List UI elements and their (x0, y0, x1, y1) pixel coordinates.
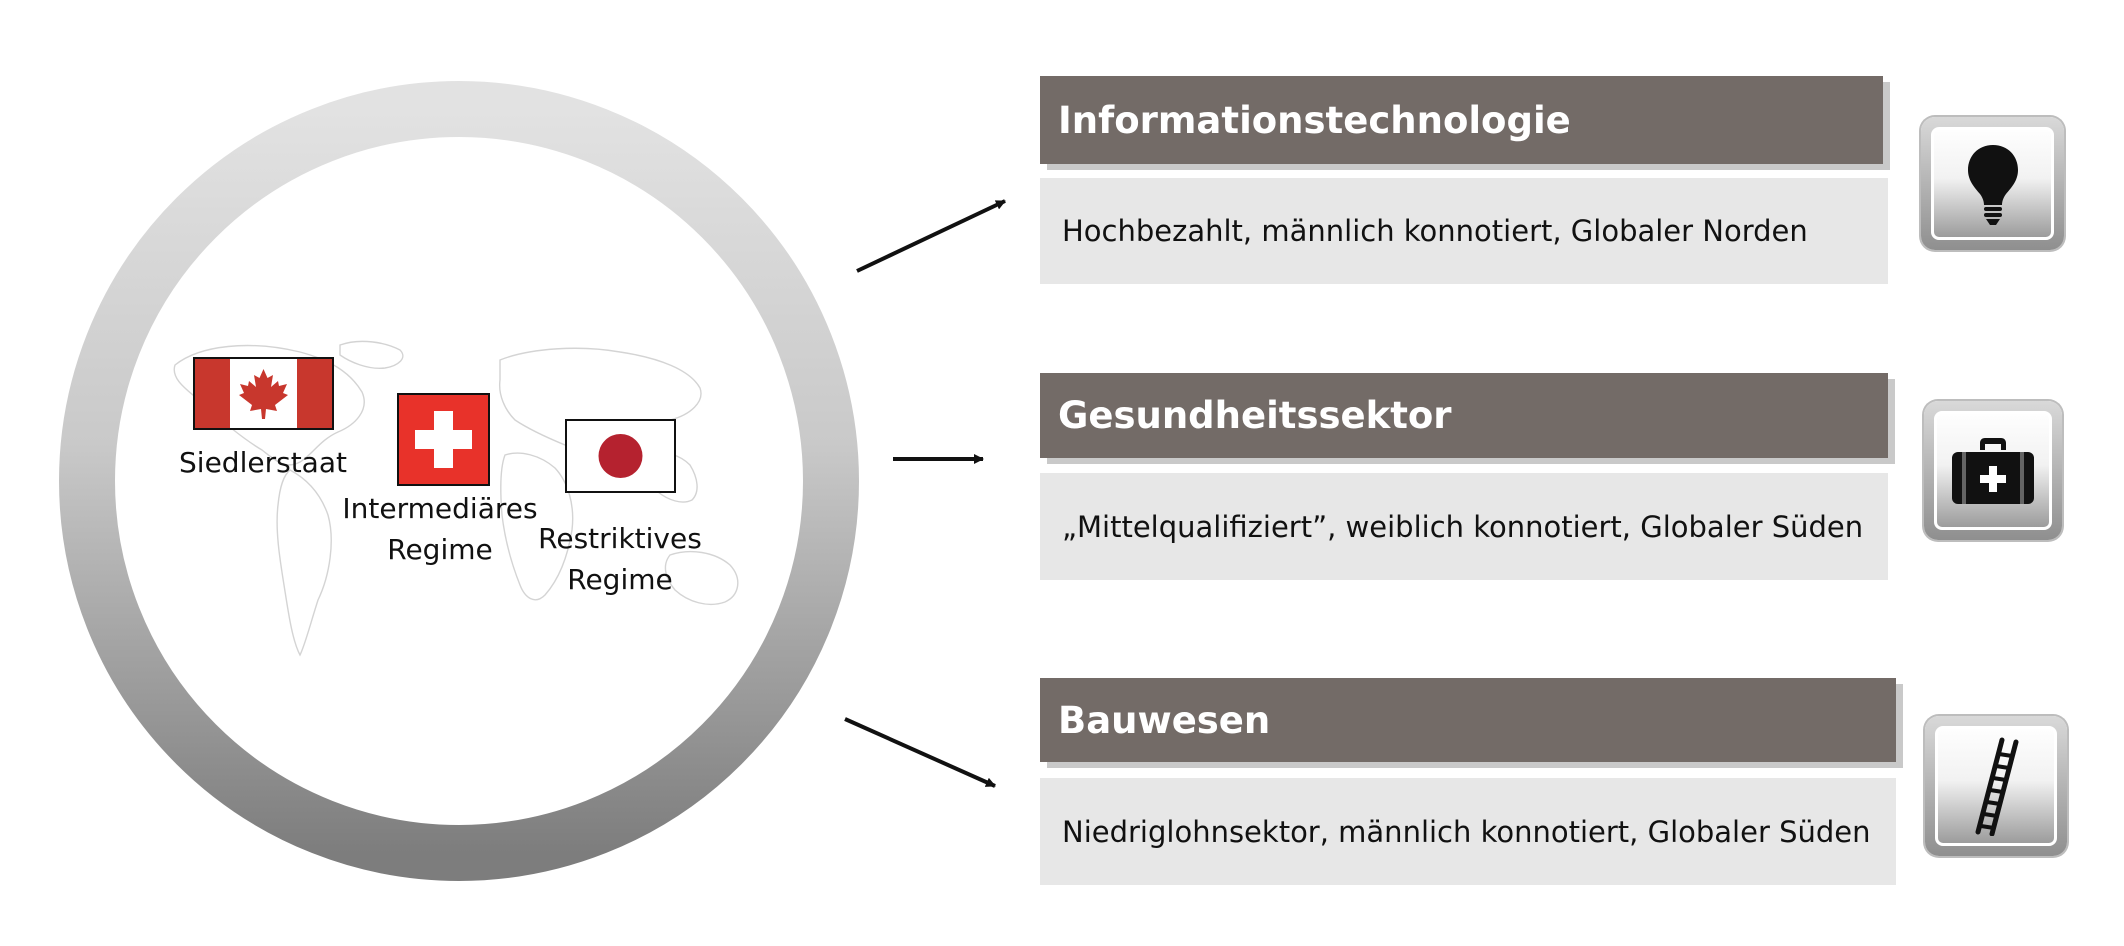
arrow-to-it (856, 199, 1006, 273)
sector-description-text: Hochbezahlt, männlich konnotiert, Global… (1062, 214, 1808, 248)
sector-title: Informationstechnologie (1058, 98, 1571, 142)
japan-flag (565, 419, 676, 493)
regime-label-intermediaer: Intermediäres Regime (335, 488, 545, 570)
regime-label-line: Intermediäres (342, 492, 538, 525)
ladder-tile (1925, 716, 2067, 856)
sector-header-it: Informationstechnologie (1040, 76, 1883, 164)
sector-description-text: Niedriglohnsektor, männlich konnotiert, … (1062, 814, 1871, 849)
regime-label-restriktiv: Restriktives Regime (527, 518, 713, 600)
sector-description-construction: Niedriglohnsektor, männlich konnotiert, … (1040, 774, 1896, 885)
sector-description-health: „Mittelqualifiziert”, weiblich konnotier… (1040, 469, 1888, 580)
regime-label-line: Restriktives (538, 522, 702, 555)
lightbulb-icon (1967, 144, 2018, 225)
regime-label-siedlerstaat: Siedlerstaat (179, 446, 347, 479)
switzerland-flag (397, 393, 490, 486)
regime-label-line: Regime (387, 533, 493, 566)
maple-leaf-icon (239, 369, 288, 419)
sector-title: Bauwesen (1058, 698, 1271, 742)
sector-header-health: Gesundheitssektor (1040, 373, 1888, 458)
first-aid-kit-icon (1952, 437, 2034, 504)
ring-outline (59, 81, 859, 881)
sector-title: Gesundheitssektor (1058, 394, 1452, 437)
sector-header-construction: Bauwesen (1040, 678, 1896, 762)
arrow-to-construction (844, 717, 996, 788)
sector-description-it: Hochbezahlt, männlich konnotiert, Global… (1040, 174, 1888, 284)
canada-flag (193, 357, 334, 430)
lightbulb-tile (1921, 117, 2064, 250)
ladder-icon (1975, 737, 2019, 836)
first-aid-tile (1924, 401, 2062, 540)
sector-description-text: „Mittelqualifiziert”, weiblich konnotier… (1062, 509, 1864, 544)
regime-label-line: Regime (567, 563, 673, 596)
